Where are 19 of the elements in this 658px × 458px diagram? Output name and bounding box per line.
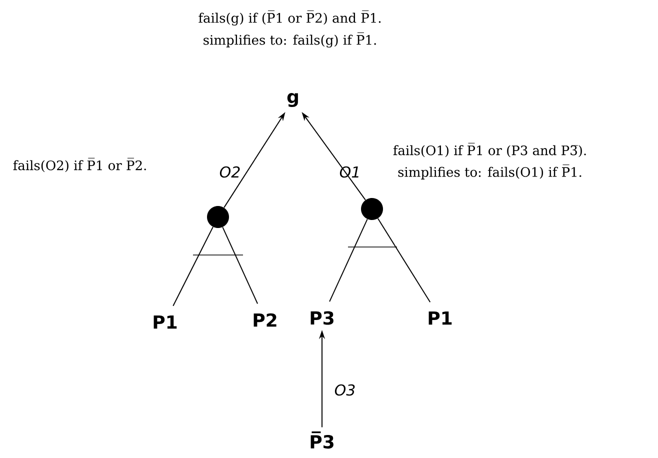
line	[222, 226, 258, 304]
note-text: fails(O2) if P̅1 or P̅2.	[13, 158, 146, 172]
filled-circle	[361, 198, 383, 220]
node-label: g	[287, 93, 298, 107]
node-label: P1	[154, 315, 177, 329]
note-text: fails(g) if (P̅1 or P̅2) and P̅1.	[198, 10, 381, 26]
line	[172, 226, 214, 306]
node-label: P3	[310, 311, 334, 325]
edge-label: O2	[220, 166, 240, 178]
note-text: simplifies to: fails(O1) if P̅1.	[398, 164, 582, 180]
note-text: simplifies to: fails(g) if P̅1.	[204, 32, 376, 48]
note-text: fails(O1) if P̅1 or (P3 and P3̅).	[393, 142, 586, 158]
node-label: P̅3	[310, 431, 334, 449]
filled-circle	[207, 206, 229, 228]
line	[377, 218, 431, 303]
line	[329, 218, 368, 302]
node-label: P2	[254, 313, 276, 327]
edge-label: O3	[334, 384, 355, 396]
node-label: P1	[428, 311, 452, 325]
